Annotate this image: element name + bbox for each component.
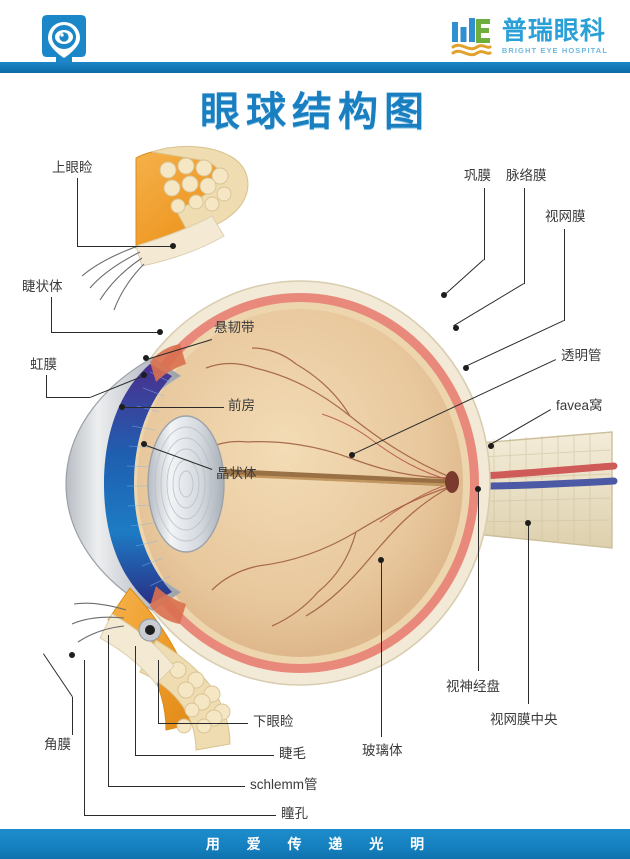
anchor-cornea (69, 652, 75, 658)
anchor-anterior-chamber (119, 404, 125, 410)
leader-ciliary-v (51, 297, 52, 332)
leader-lower-eyelid-h (158, 723, 248, 724)
anchor-iris (141, 372, 147, 378)
leader-cornea-v (72, 697, 73, 735)
leader-sclera-v (484, 188, 485, 260)
leader-choroid-v (524, 188, 525, 284)
anchor-suspensory-ligament (143, 355, 149, 361)
anchor-sclera (441, 292, 447, 298)
anchor-retina (463, 365, 469, 371)
label-retina: 视网膜 (545, 209, 586, 225)
anchor-upper-eyelid (170, 243, 176, 249)
page-title: 眼球结构图 (200, 89, 430, 135)
ciliary-body-region (150, 344, 186, 382)
label-anterior-chamber: 前房 (228, 398, 255, 414)
leader-optic-disc-v (478, 490, 479, 671)
anchor-choroid (453, 325, 459, 331)
label-eyelash: 睫毛 (279, 746, 306, 762)
label-iris: 虹膜 (30, 357, 57, 373)
anterior-segment (65, 344, 225, 624)
label-pupil: 瞳孔 (281, 806, 308, 822)
anchor-optic-disc (475, 486, 481, 492)
anchor-hyaloid-canal (349, 452, 355, 458)
brand-name-en: BRIGHT EYE HOSPITAL (501, 46, 608, 55)
retinal-vessels (199, 347, 453, 627)
eyeball-cross-section-art (65, 145, 618, 751)
label-sclera: 巩膜 (464, 168, 491, 184)
leader-eyelash-h (135, 755, 274, 756)
brand-name-cn: 普瑞眼科 (501, 16, 606, 45)
leader-vitreous-v (381, 560, 382, 737)
label-schlemm-canal: schlemm管 (250, 777, 318, 792)
label-lower-eyelid: 下眼睑 (253, 714, 294, 730)
header-divider-bar (0, 62, 630, 73)
label-choroid: 脉络膜 (506, 168, 547, 184)
lower-eyelash (71, 602, 127, 643)
label-ciliary-body: 睫状体 (22, 279, 63, 295)
eye-pin-icon (36, 14, 92, 64)
leader-anterior-chamber-h (122, 407, 224, 408)
upper-eyelid (81, 145, 249, 311)
leader-lower-eyelid-v (158, 660, 159, 723)
leader-eyelash-v (135, 646, 136, 755)
lower-eyelid (71, 587, 231, 751)
leader-schlemm-v (108, 635, 109, 786)
leader-pupil-v (84, 660, 85, 815)
leader-retina-v (564, 229, 565, 321)
anchor-vitreous-body (378, 557, 384, 563)
label-cornea: 角膜 (44, 737, 71, 753)
lens-region (147, 415, 225, 553)
label-vitreous-body: 玻璃体 (362, 743, 403, 759)
leader-pupil-h (84, 815, 276, 816)
leader-iris-h (46, 397, 90, 398)
label-fovea: favea窝 (556, 398, 603, 413)
page-footer: 用 爱 传 递 光 明 (0, 829, 630, 859)
optic-disc-region (445, 471, 459, 493)
label-lens: 晶状体 (216, 466, 257, 482)
leader-schlemm-h (108, 786, 245, 787)
label-hyaloid-canal: 透明管 (561, 348, 602, 364)
footer-slogan: 用 爱 传 递 光 明 (205, 837, 436, 853)
leader-upper-eyelid-v (77, 178, 78, 246)
leader-upper-eyelid-h (77, 246, 173, 247)
label-optic-disc: 视神经盘 (446, 679, 500, 695)
label-central-retinal-vessels: 视网膜中央 (490, 712, 558, 728)
mountain-wave-logo-icon (449, 16, 493, 58)
upper-eyelash (81, 245, 145, 311)
hospital-brand: 普瑞眼科 BRIGHT EYE HOSPITAL (449, 14, 608, 60)
leader-iris-v (46, 375, 47, 397)
leader-central-retinal-v (528, 524, 529, 704)
label-suspensory-ligament: 悬韧带 (214, 320, 255, 336)
iris-region (104, 364, 172, 604)
label-upper-eyelid: 上眼睑 (52, 160, 93, 176)
anchor-lens (141, 441, 147, 447)
page-header: 普瑞眼科 BRIGHT EYE HOSPITAL (0, 0, 630, 78)
anchor-ciliary-body (157, 329, 163, 335)
eyeball-diagram (0, 140, 630, 830)
anchor-central-retinal-vessels (525, 520, 531, 526)
leader-ciliary-h (51, 332, 160, 333)
anchor-fovea (488, 443, 494, 449)
